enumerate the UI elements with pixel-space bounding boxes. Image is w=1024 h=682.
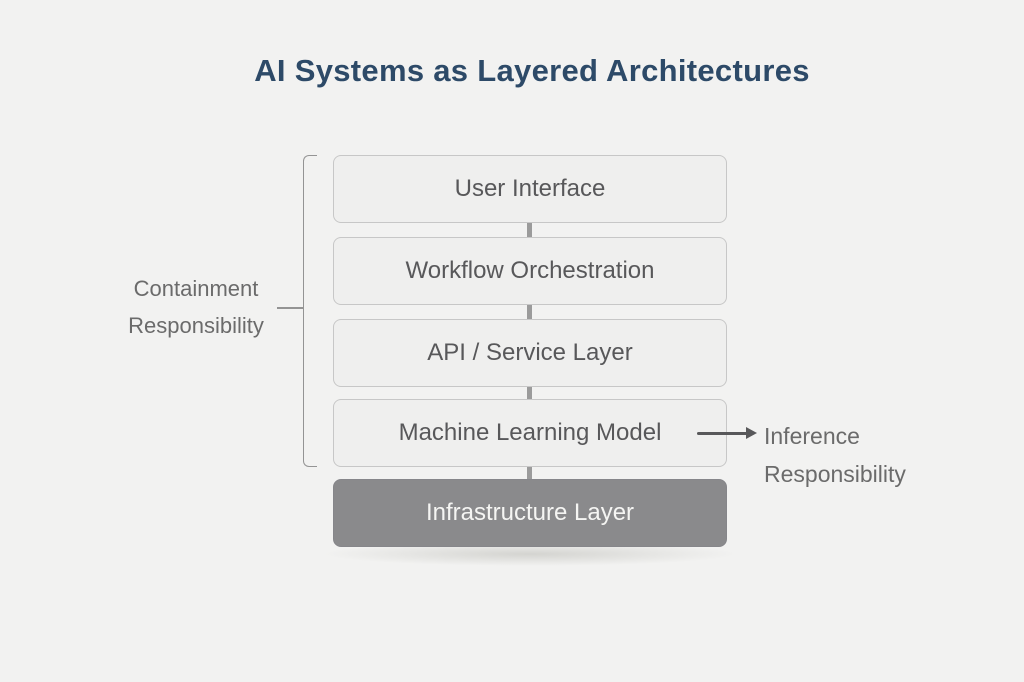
layer-api-service: API / Service Layer (333, 319, 727, 387)
inference-label-line2: Responsibility (764, 461, 906, 487)
layer-user-interface: User Interface (333, 155, 727, 223)
inference-responsibility-label: Inference Responsibility (764, 417, 954, 493)
containment-bracket (303, 155, 317, 467)
layer-workflow-orchestration: Workflow Orchestration (333, 237, 727, 305)
connector-api-ml (527, 385, 532, 400)
inference-arrow-line (697, 432, 748, 435)
containment-bracket-tick (277, 307, 304, 309)
connector-workflow-api (527, 304, 532, 320)
inference-arrow-head-icon (746, 427, 757, 439)
layer-machine-learning-model: Machine Learning Model (333, 399, 727, 467)
inference-label-line1: Inference (764, 423, 860, 449)
layer-infrastructure: Infrastructure Layer (333, 479, 727, 547)
diagram-title: AI Systems as Layered Architectures (254, 53, 810, 88)
containment-label-line1: Containment (133, 276, 259, 301)
connector-ml-infrastructure (527, 465, 532, 480)
containment-responsibility-label: Containment Responsibility (100, 270, 292, 344)
containment-label-line2: Responsibility (128, 313, 264, 338)
connector-ui-workflow (527, 222, 532, 238)
